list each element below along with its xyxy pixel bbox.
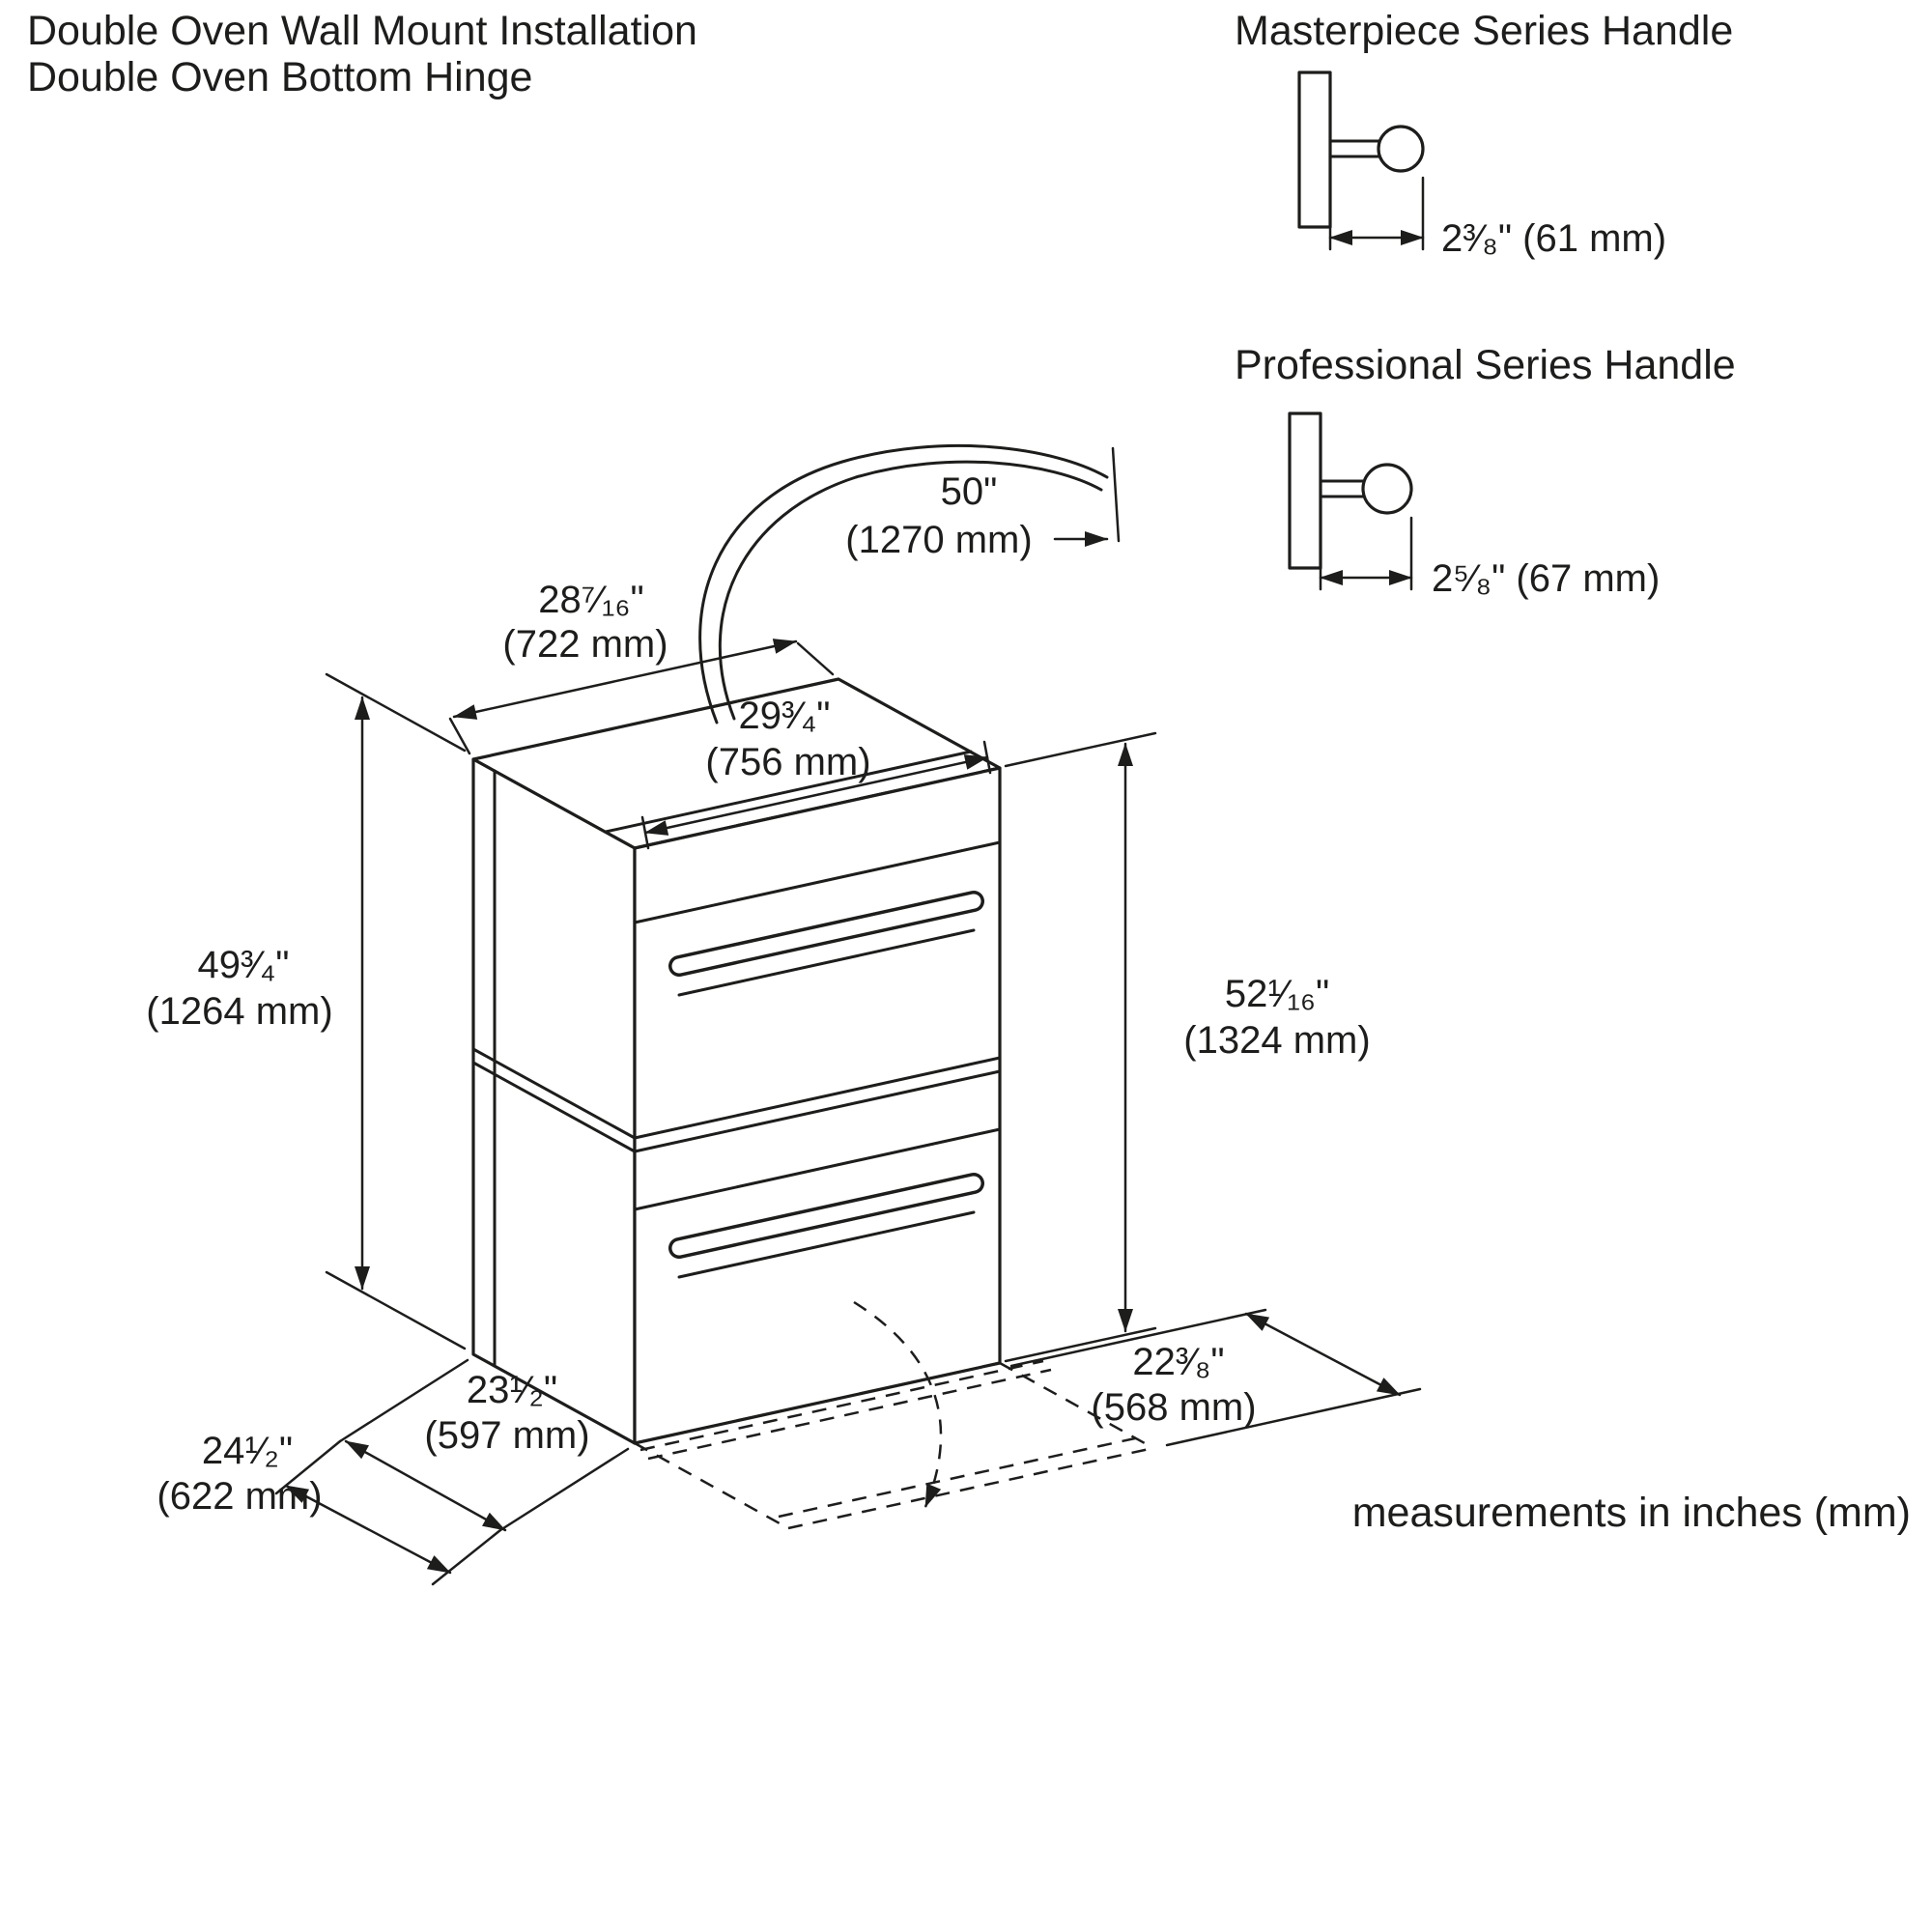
diagram-titles: Double Oven Wall Mount Installation Doub… [27,8,697,100]
door-open-depth-inches: 22³⁄₈" [1132,1341,1224,1383]
upper-door-handle-face [671,894,981,974]
upper-handle-shadow-line [677,928,976,997]
oven-front-seam-upper-line [633,1056,1002,1140]
power-conduit [698,444,1121,724]
door-projection-far-edge-inner [778,1435,1145,1519]
masterpiece-handle-detail: Masterpiece Series Handle 2³⁄₈" (61 mm) [1235,8,1733,260]
door-projection-near-edge-inner [647,1368,1052,1461]
upper-control-panel-line [633,840,1002,924]
front-height-inches: 52¹⁄₁₆" [1225,973,1329,1015]
cutout-width-inches: 28⁷⁄₁₆" [538,579,643,621]
lower-handle-shadow-line [677,1210,976,1279]
total-depth-arrow [284,1484,452,1575]
oven-side-seam-lower-line [471,1061,637,1153]
cutout-width-mm: (722 mm) [502,623,668,666]
measurement-note: measurements in inches (mm) [1352,1490,1911,1536]
title-line-2: Double Oven Bottom Hinge [27,54,532,100]
extension-line [796,641,835,676]
dimension-cutout-width: 28⁷⁄₁₆" (722 mm) [448,579,835,755]
lower-control-panel-line [633,1127,1002,1211]
dimension-total-depth: 24¹⁄₂" (622 mm) [156,1430,502,1586]
professional-handle-title: Professional Series Handle [1235,342,1736,388]
dimension-cutout-depth: 23¹⁄₂" (597 mm) [338,1358,630,1532]
conduit-inner-curve [718,460,1103,721]
cutout-width-arrow [452,639,798,720]
conduit-end-tick [1111,446,1121,543]
oven-front-face [633,766,1002,1445]
lower-door-handle-face [671,1176,981,1256]
professional-handle-detail: Professional Series Handle 2⁵⁄₈" (67 mm) [1235,342,1736,600]
extension-line [1004,731,1157,768]
front-width-arrow [643,754,989,836]
masterpiece-handle-knob [1377,125,1425,173]
extension-line [1009,1308,1267,1368]
dimension-front-width: 29³⁄₄" (756 mm) [640,695,992,850]
total-depth-inches: 24¹⁄₂" [202,1430,293,1472]
extension-line [431,1528,502,1586]
dimension-cutout-height: 49³⁄₄" (1264 mm) [146,672,467,1350]
door-projection-right-edge [999,1361,1154,1450]
cutout-depth-inches: 23¹⁄₂" [467,1369,557,1411]
masterpiece-depth-label: 2³⁄₈" (61 mm) [1441,217,1666,260]
door-open-depth-mm: (568 mm) [1091,1386,1256,1429]
professional-handle-knob [1361,463,1413,515]
cable-dim-mm: (1270 mm) [845,519,1032,561]
title-line-1: Double Oven Wall Mount Installation [27,8,697,54]
conduit-outer-curve [698,444,1109,724]
extension-line [325,1270,467,1350]
dimension-door-open-depth: 22³⁄₈" (568 mm) [1009,1308,1422,1447]
extension-line [498,1447,630,1532]
door-projection-left-edge [634,1441,789,1530]
dimension-cable-50: 50" (1270 mm) [845,470,1109,561]
door-swing-arc-arrow [853,1300,943,1508]
oven-side-seam-upper-line [471,1047,637,1140]
cable-dim-inches: 50" [941,470,998,513]
door-open-depth-arrow [1244,1312,1402,1397]
cutout-height-inches: 49³⁄₄" [197,944,289,986]
front-width-inches: 29³⁄₄" [738,695,830,737]
professional-depth-label: 2⁵⁄₈" (67 mm) [1432,557,1660,600]
total-depth-mm: (622 mm) [156,1475,322,1518]
door-projection-far-edge-outer [787,1446,1154,1530]
extension-line [448,717,471,755]
masterpiece-handle-title: Masterpiece Series Handle [1235,8,1733,54]
oven-front-seam-lower-line [633,1069,1002,1153]
professional-door-section [1288,412,1322,570]
cutout-height-mm: (1264 mm) [146,990,332,1033]
front-height-mm: (1324 mm) [1183,1019,1370,1062]
extension-line [1004,1326,1157,1363]
front-width-mm: (756 mm) [705,741,870,783]
door-projection-near-edge-outer [639,1359,1044,1452]
masterpiece-door-section [1297,71,1332,229]
dimension-front-height: 52¹⁄₁₆" (1324 mm) [1004,731,1371,1363]
door-swing-projection [634,1300,1154,1530]
extension-line [1165,1387,1422,1447]
oven-unit [471,677,1002,1445]
cutout-depth-mm: (597 mm) [424,1414,589,1457]
oven-left-side-face [471,757,637,1445]
extension-line [325,672,467,753]
extension-line [274,1439,342,1495]
extension-line [338,1358,469,1443]
